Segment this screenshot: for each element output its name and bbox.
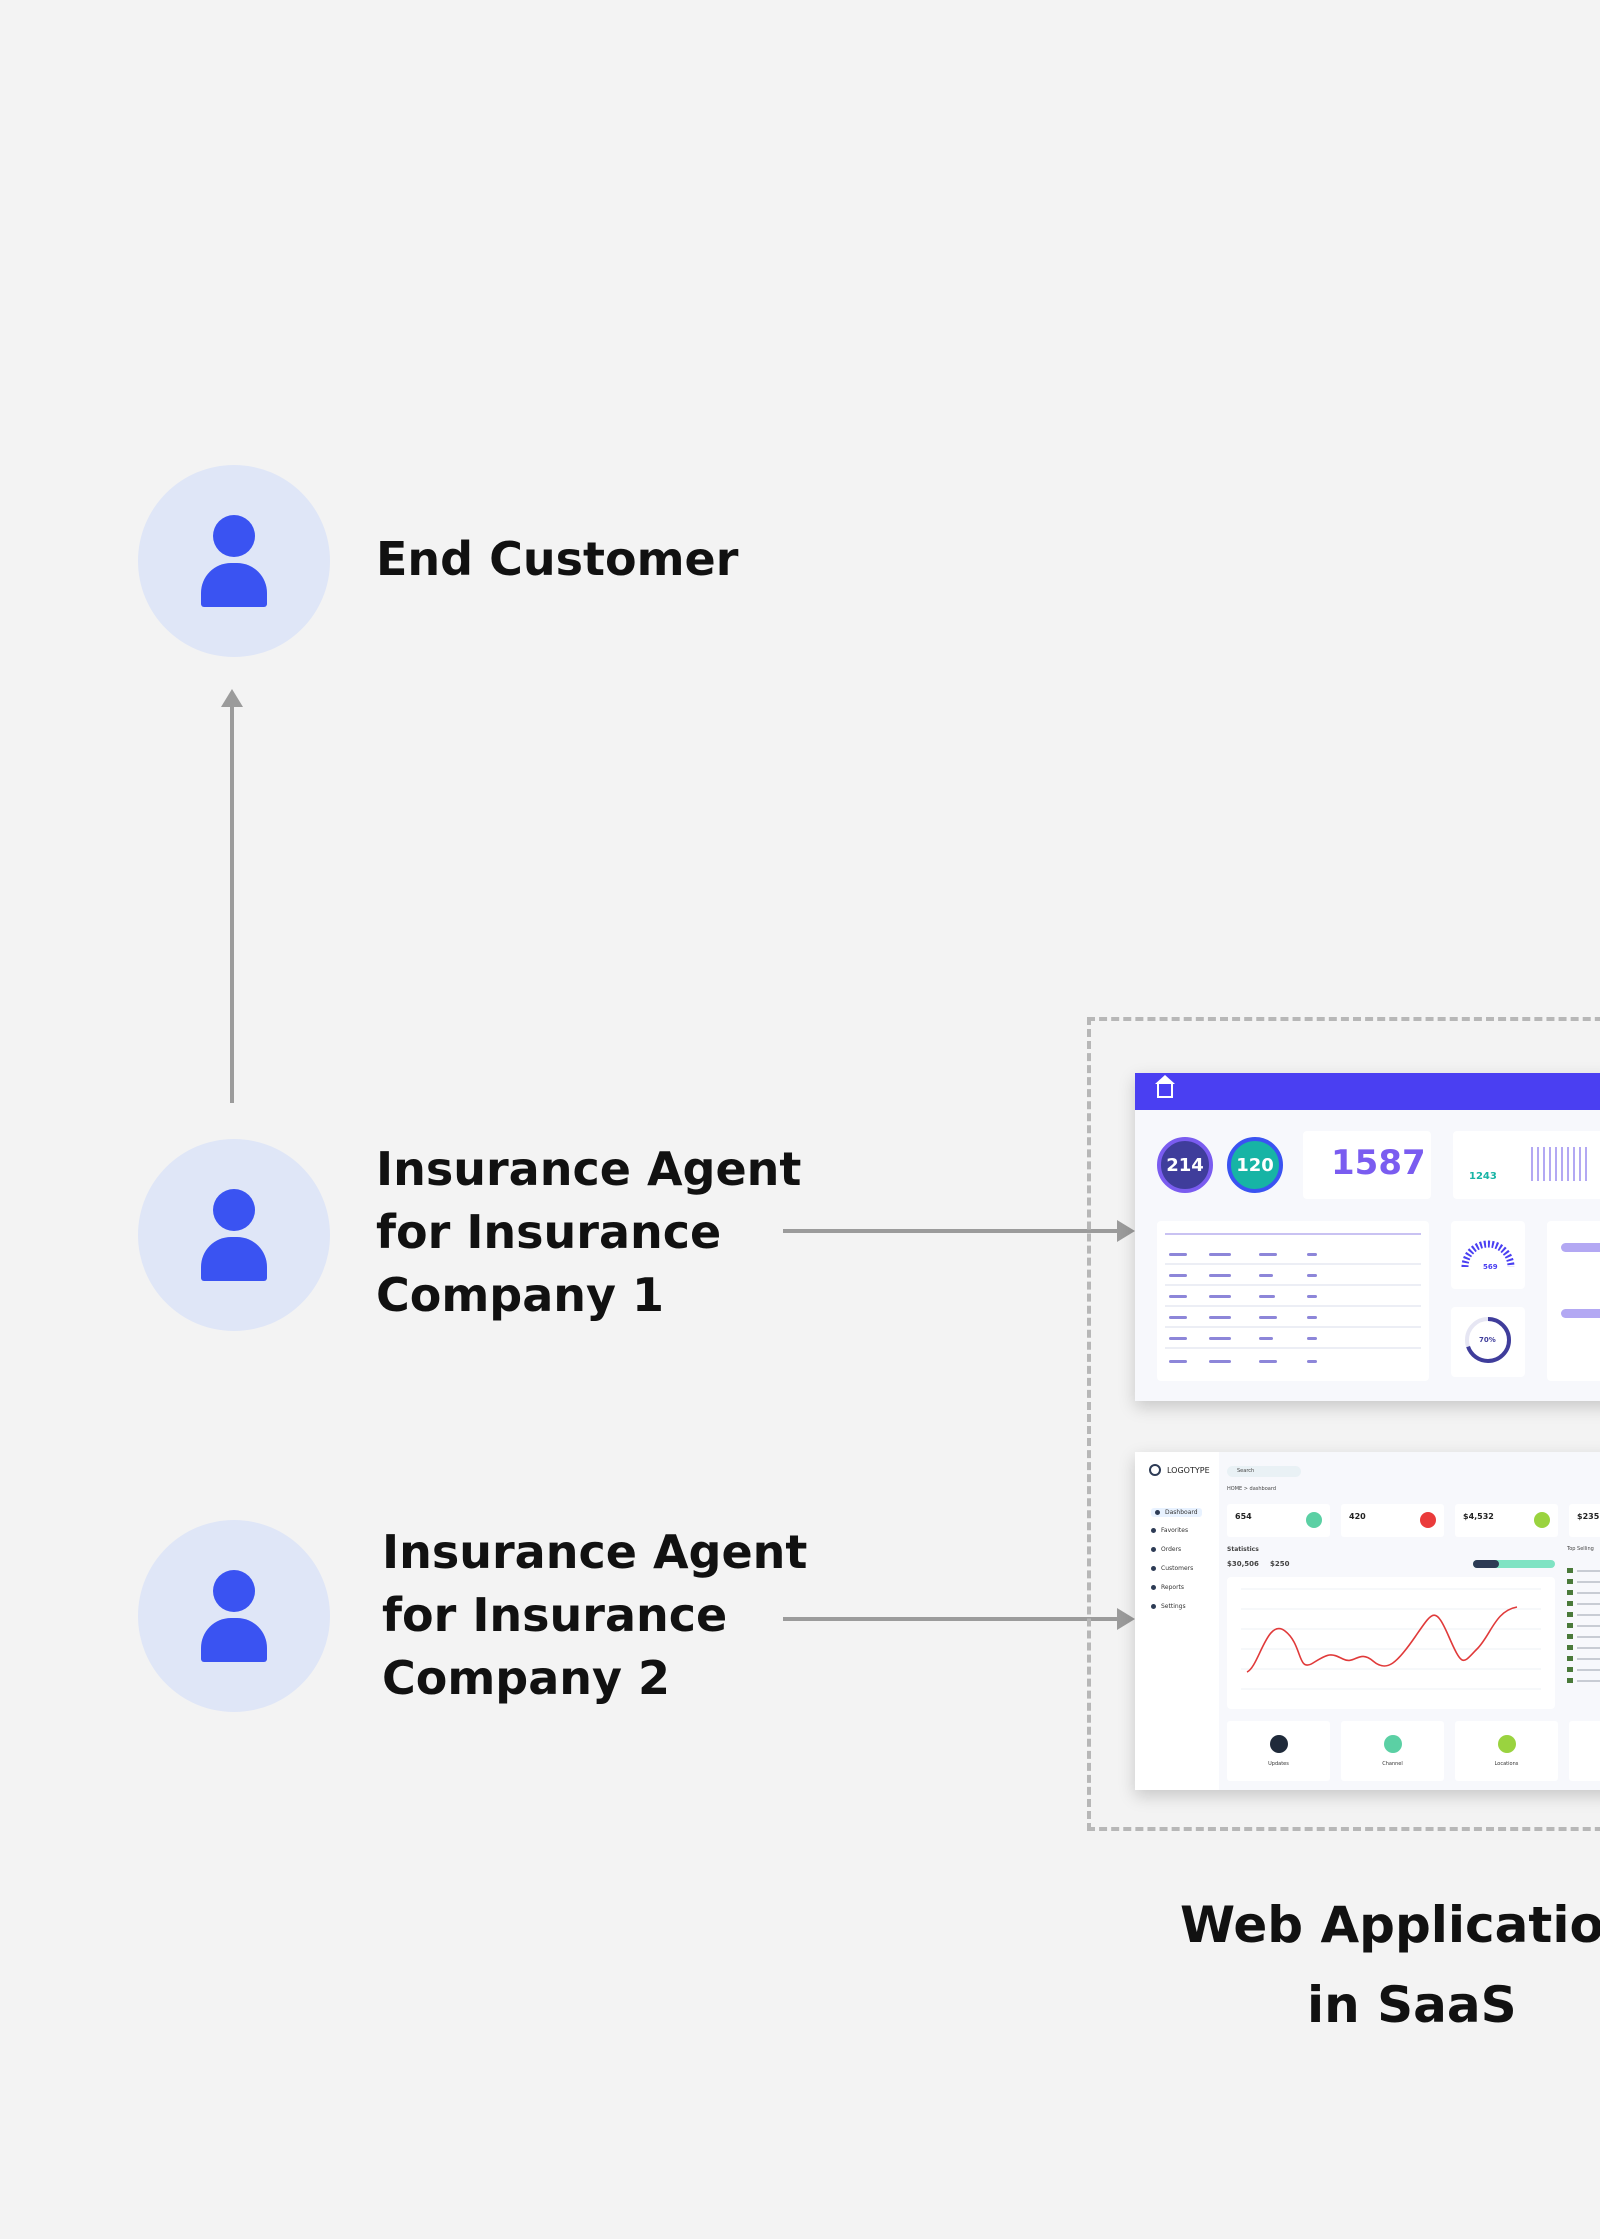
menu-item-favorites: Favorites [1151,1527,1188,1534]
line-chart-icon [1241,1588,1541,1690]
tile-updates: Updates [1227,1721,1330,1781]
dashboard-screenshot-2: LOGOTYPE Dashboard Favorites Orders Cust… [1135,1452,1600,1790]
home-icon [1155,1075,1175,1098]
menu-item-dashboard: Dashboard [1151,1508,1202,1517]
agent-1-label: Insurance Agent for Insurance Company 1 [376,1142,802,1322]
orders-table [1157,1221,1429,1381]
metric-ring: 214 [1157,1137,1213,1193]
search-box: Search [1227,1466,1301,1477]
end-customer-avatar [138,465,330,657]
agent-2-label: Insurance Agent for Insurance Company 2 [382,1525,808,1705]
breadcrumb: HOME > dashboard [1227,1486,1276,1492]
location-pin-icon [1498,1735,1516,1753]
tile-extra [1569,1721,1600,1781]
tile-channel: Channel [1341,1721,1444,1781]
menu-item-settings: Settings [1151,1603,1186,1610]
kpi-value: $250 [1270,1560,1290,1568]
tile-locations: Locations [1455,1721,1558,1781]
period-toggle [1473,1560,1555,1568]
gauge-value: 569 [1483,1263,1498,1271]
metric-card: 1587 [1303,1131,1431,1199]
sidebar: LOGOTYPE Dashboard Favorites Orders Cust… [1135,1452,1219,1790]
logo-text: LOGOTYPE [1167,1466,1210,1475]
agent-2-avatar [138,1520,330,1712]
metric-value: 1587 [1331,1143,1426,1183]
side-panel [1547,1221,1600,1381]
menu-item-orders: Orders [1151,1546,1181,1553]
stat-card: 654 [1227,1504,1330,1537]
saas-boundary [1087,1017,1600,1831]
gauge-icon [1461,1240,1515,1268]
bar-chart-icon [1384,1735,1402,1753]
stat-card: $235 [1569,1504,1600,1537]
person-icon [201,515,267,607]
top-selling-list [1567,1556,1600,1716]
donut-icon [1465,1317,1511,1363]
tickets-gauge: 569 [1451,1221,1525,1289]
search-placeholder: Search [1237,1468,1255,1474]
section-title: Statistics [1227,1546,1259,1553]
system-title: Web Applicatio in SaaS [1180,1896,1600,2034]
sales-value: 1243 [1469,1171,1497,1182]
menu-item-customers: Customers [1151,1565,1193,1572]
metric-ring: 120 [1227,1137,1283,1193]
stat-card: $4,532 [1455,1504,1558,1537]
sales-card: 1243 [1453,1131,1600,1199]
download-icon [1270,1735,1288,1753]
header-bar [1135,1073,1600,1110]
progress-donut: 70% [1451,1307,1525,1377]
kpi-value: $30,506 [1227,1560,1259,1568]
statistics-chart [1227,1577,1555,1709]
logo-icon [1149,1464,1161,1476]
person-icon [201,1570,267,1662]
person-icon [201,1189,267,1281]
menu-item-reports: Reports [1151,1584,1184,1591]
agent-1-avatar [138,1139,330,1331]
end-customer-label: End Customer [376,532,739,586]
dashboard-screenshot-1: 214 120 1587 1243 569 [1135,1073,1600,1401]
top-selling-title: Top Selling [1567,1546,1594,1552]
donut-value: 70% [1479,1336,1496,1344]
stat-card: 420 [1341,1504,1444,1537]
